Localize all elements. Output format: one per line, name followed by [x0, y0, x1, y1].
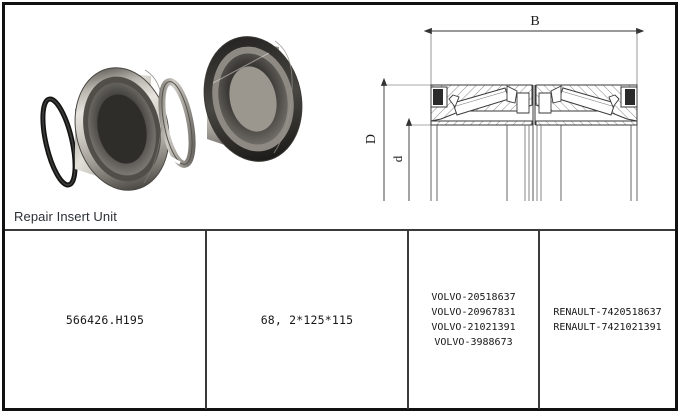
renault-reference-item: RENAULT-7421021391: [553, 322, 662, 333]
bearing-product-photo: [17, 17, 335, 203]
frame-border-left: [2, 2, 5, 411]
part-number-value: 566426.H195: [65, 313, 145, 327]
frame-border-right: [675, 2, 678, 411]
renault-reference-list: RENAULT-7420518637 RENAULT-7421021391: [553, 305, 661, 335]
cell-dimensions: 68, 2*125*115: [207, 231, 407, 409]
volvo-reference-item: VOLVO-20518637: [431, 292, 516, 303]
dimension-label-d: d: [390, 155, 405, 162]
cell-volvo-references: VOLVO-20518637 VOLVO-20967831 VOLVO-2102…: [409, 231, 538, 409]
cell-renault-references: RENAULT-7420518637 RENAULT-7421021391: [540, 231, 675, 409]
illustration-band: B D d: [5, 5, 675, 229]
snap-ring-part: [158, 78, 196, 168]
frame-border-top: [2, 2, 678, 5]
volvo-reference-item: VOLVO-21021391: [431, 322, 516, 333]
bearing-left-part: [74, 67, 170, 191]
o-ring-part: [40, 96, 78, 188]
volvo-reference-item: VOLVO-20967831: [431, 307, 516, 318]
section-divider: [5, 229, 675, 231]
bearing-right-part: [203, 36, 303, 162]
dimension-label-D: D: [364, 134, 379, 144]
column-divider-1: [205, 231, 207, 409]
cell-part-number: 566426.H195: [5, 231, 205, 409]
dimension-label-B: B: [530, 14, 539, 29]
dimensions-value: 68, 2*125*115: [260, 313, 354, 327]
frame-border-bottom: [2, 408, 678, 411]
specification-table: 566426.H195 68, 2*125*115 VOLVO-20518637…: [5, 231, 675, 409]
volvo-reference-item: VOLVO-3988673: [434, 337, 513, 348]
page-title: Repair Insert Unit: [14, 209, 117, 224]
volvo-reference-list: VOLVO-20518637 VOLVO-20967831 VOLVO-2102…: [431, 290, 515, 350]
column-divider-3: [538, 231, 540, 409]
renault-reference-item: RENAULT-7420518637: [553, 307, 662, 318]
column-divider-2: [407, 231, 409, 409]
bearing-cross-section-drawing: B D d: [357, 9, 675, 205]
bearing-section-geometry: [430, 84, 638, 201]
